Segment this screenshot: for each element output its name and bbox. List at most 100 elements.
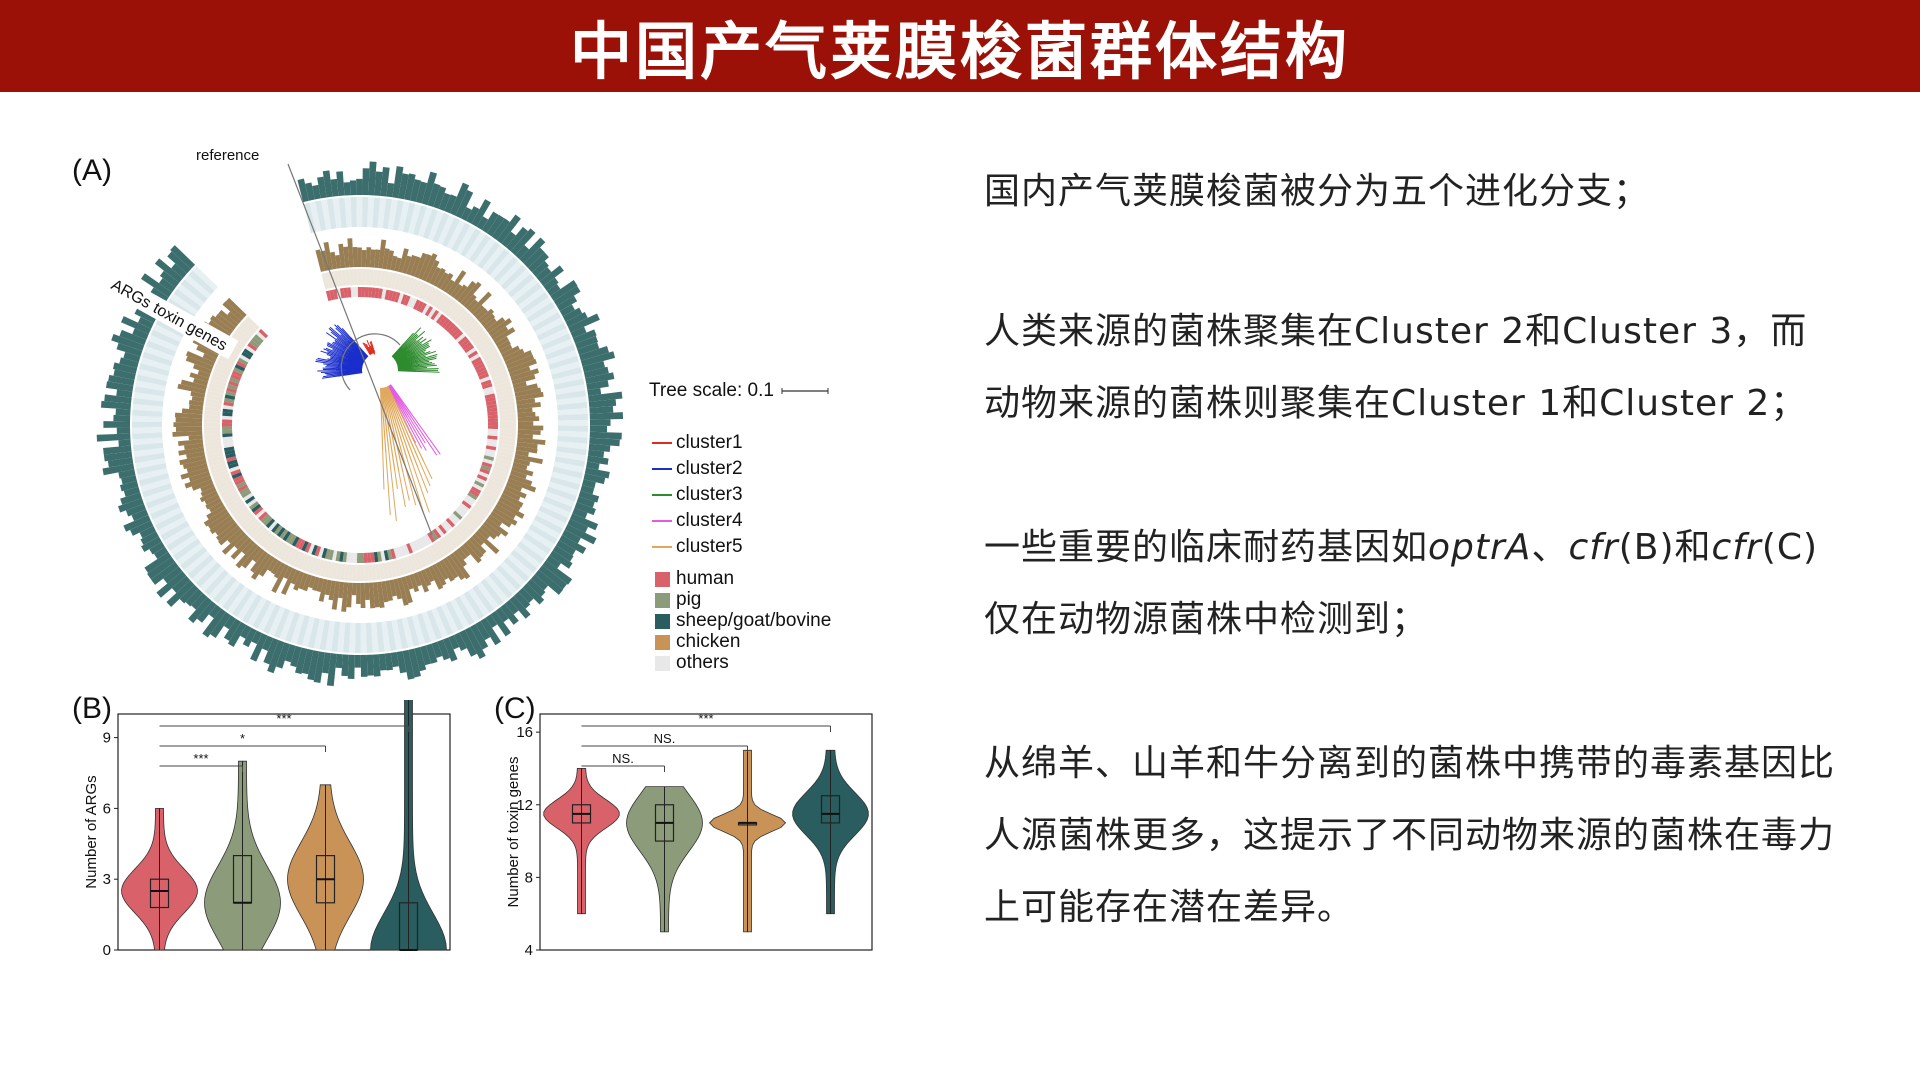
host-band	[204, 433, 221, 439]
tree-branch	[371, 350, 374, 354]
host-band	[423, 547, 435, 564]
arg-presence-cell	[132, 397, 164, 407]
host-band	[471, 330, 487, 344]
arg-presence-cell	[268, 606, 286, 637]
paragraph-3-text-d: (C)仅在动物源菌株中检测到；	[984, 527, 1819, 640]
panel-b-label: (B)	[72, 692, 112, 725]
host-band	[209, 462, 227, 471]
host-cell	[222, 422, 233, 427]
toxin-gene-bar	[471, 199, 491, 227]
host-band	[445, 533, 459, 549]
toxin-gene-bar	[188, 597, 212, 624]
arg-count-bar	[496, 500, 525, 519]
title-bar: 中国产气荚膜梭菌群体结构	[0, 0, 1920, 92]
toxin-gene-bar	[321, 652, 331, 674]
host-cell	[457, 505, 468, 515]
toxin-gene-bar	[390, 652, 399, 668]
toxin-gene-bar	[362, 168, 370, 196]
arg-count-bar	[487, 514, 503, 527]
arg-count-bar	[347, 238, 354, 268]
host-cell	[390, 548, 397, 560]
host-band	[206, 448, 223, 455]
arg-count-bar	[343, 246, 350, 268]
toxin-gene-bar	[582, 479, 596, 489]
host-band	[340, 563, 346, 581]
host-band	[204, 426, 221, 431]
arg-count-bar	[516, 398, 536, 406]
arg-count-bar	[174, 412, 203, 419]
host-cell	[482, 458, 494, 465]
host-cell	[339, 287, 345, 299]
arg-count-bar	[368, 582, 376, 609]
paragraph-1-text: 国内产气荚膜梭菌被分为五个进化分支；	[984, 171, 1651, 212]
arg-count-bar	[215, 522, 238, 542]
host-band	[205, 402, 222, 409]
host-band	[497, 447, 515, 454]
host-band	[404, 277, 414, 294]
host-cell	[245, 345, 256, 354]
toxin-gene-bar	[284, 644, 296, 663]
arg-count-bar	[452, 550, 467, 567]
arg-presence-cell	[176, 542, 204, 566]
toxin-gene-bar	[223, 618, 242, 642]
host-cell	[387, 290, 394, 301]
host-cell	[487, 421, 498, 426]
host-cell	[443, 320, 454, 331]
arg-count-bar	[316, 577, 324, 593]
arg-count-bar	[250, 551, 268, 573]
tree-branch	[396, 356, 419, 365]
arg-count-bar	[281, 568, 297, 596]
host-cell	[443, 520, 453, 530]
host-band	[467, 324, 482, 338]
arg-presence-cell	[136, 374, 167, 387]
toxin-gene-bar	[500, 603, 519, 625]
host-band	[459, 521, 474, 536]
arg-count-bar	[447, 270, 467, 296]
host-cell	[239, 354, 250, 363]
host-cell	[480, 464, 492, 472]
arg-count-bar	[492, 507, 518, 526]
host-cell	[486, 407, 498, 413]
arg-presence-cell	[488, 572, 513, 599]
host-cell	[410, 297, 418, 309]
tree-branch	[397, 364, 420, 369]
arg-presence-cell	[496, 564, 522, 591]
arg-count-bar	[405, 575, 414, 590]
arg-count-bar	[181, 408, 203, 415]
arg-presence-cell	[504, 269, 531, 294]
host-band	[482, 488, 499, 500]
arg-count-bar	[429, 266, 442, 285]
tree-leaf	[369, 341, 375, 355]
arg-count-bar	[318, 578, 328, 602]
arg-presence-cell	[517, 541, 545, 564]
arg-presence-cell	[150, 329, 181, 347]
tree-leaf	[326, 332, 351, 350]
host-cell	[234, 478, 245, 486]
arg-presence-cell	[481, 245, 505, 273]
host-band	[205, 398, 223, 405]
host-cell	[469, 353, 480, 362]
arg-count-bar	[177, 383, 206, 395]
host-band	[390, 272, 398, 290]
arg-count-bar	[517, 411, 536, 418]
host-cell	[239, 487, 250, 496]
tree-branch	[389, 384, 413, 416]
host-band	[275, 542, 288, 559]
host-cell	[222, 412, 233, 417]
host-band	[372, 269, 378, 286]
tree-leaf	[402, 472, 410, 501]
legend-label: others	[676, 652, 729, 673]
tree-branch	[397, 359, 414, 366]
arg-count-bar	[517, 429, 541, 436]
host-band	[214, 476, 232, 487]
legend-host-2: sheep/goat/bovine	[655, 610, 831, 632]
arg-presence-cell	[445, 601, 464, 631]
tree-leaf	[340, 334, 348, 341]
host-band	[204, 414, 221, 420]
arg-count-bar	[469, 291, 492, 315]
arg-presence-cell	[372, 197, 381, 228]
arg-presence-cell	[348, 622, 356, 653]
arg-presence-cell	[170, 293, 199, 316]
arg-count-bar	[341, 582, 349, 612]
arg-presence-cell	[548, 355, 579, 370]
